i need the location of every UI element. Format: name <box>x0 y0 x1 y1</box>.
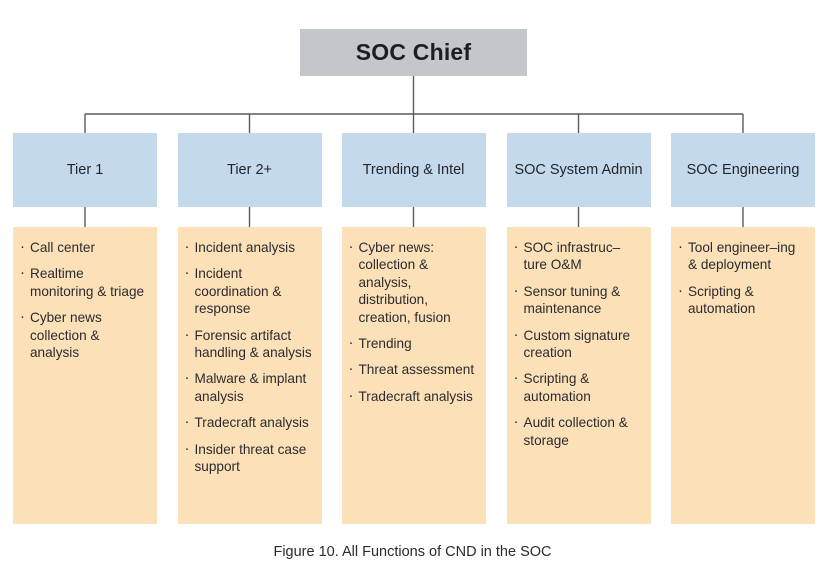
root-node-label: SOC Chief <box>355 39 472 65</box>
function-list-soc-system-admin: SOC infrastruc–ture O&M Sensor tuning & … <box>514 238 642 449</box>
list-item: Audit collection & storage <box>514 413 642 449</box>
root-node-soc-chief[interactable]: SOC Chief <box>300 29 527 76</box>
function-list-trending-intel: Cyber news: collection & analysis, distr… <box>349 238 477 405</box>
list-item: Incident coordination & response <box>185 264 313 317</box>
list-item: Forensic artifact handling & analysis <box>185 326 313 362</box>
column-header-tier-1[interactable]: Tier 1 <box>13 133 157 207</box>
column-body-soc-system-admin: SOC infrastruc–ture O&M Sensor tuning & … <box>506 227 651 524</box>
column-header-label: SOC Engineering <box>686 161 800 178</box>
list-item: Cyber news: collection & analysis, distr… <box>349 238 477 326</box>
column-body-trending-intel: Cyber news: collection & analysis, distr… <box>341 227 486 524</box>
column-header-soc-system-admin[interactable]: SOC System Admin <box>506 133 651 207</box>
column-body-tier-2-plus: Incident analysis Incident coordination … <box>177 227 322 524</box>
column-header-label: Tier 2+ <box>227 161 272 178</box>
list-item: Tradecraft analysis <box>349 387 477 405</box>
column-tier-1: Tier 1 Call center Realtime monitoring &… <box>13 133 157 524</box>
list-item: Threat assessment <box>349 360 477 378</box>
column-header-soc-engineering[interactable]: SOC Engineering <box>671 133 815 207</box>
column-body-tier-1: Call center Realtime monitoring & triage… <box>13 227 157 524</box>
column-header-tier-2-plus[interactable]: Tier 2+ <box>177 133 322 207</box>
list-item: Sensor tuning & maintenance <box>514 282 642 318</box>
figure-caption: Figure 10. All Functions of CND in the S… <box>273 544 552 560</box>
column-header-trending-intel[interactable]: Trending & Intel <box>341 133 486 207</box>
list-item: Malware & implant analysis <box>185 369 313 405</box>
list-item: Insider threat case support <box>185 440 313 476</box>
list-item: Scripting & automation <box>514 369 642 405</box>
list-item: Incident analysis <box>185 238 313 256</box>
list-item: Call center <box>20 238 148 256</box>
list-item: Realtime monitoring & triage <box>20 264 148 300</box>
list-item: Tool engineer–ing & deployment <box>678 238 806 274</box>
column-tier-2-plus: Tier 2+ Incident analysis Incident coord… <box>177 133 322 524</box>
list-item: SOC infrastruc–ture O&M <box>514 238 642 274</box>
list-item: Tradecraft analysis <box>185 413 313 431</box>
function-list-soc-engineering: Tool engineer–ing & deployment Scripting… <box>678 238 806 318</box>
column-header-label: Trending & Intel <box>362 161 465 178</box>
column-soc-engineering: SOC Engineering Tool engineer–ing & depl… <box>671 133 815 524</box>
list-item: Trending <box>349 334 477 352</box>
function-list-tier-1: Call center Realtime monitoring & triage… <box>20 238 148 361</box>
list-item: Custom signature creation <box>514 326 642 362</box>
column-trending-intel: Trending & Intel Cyber news: collection … <box>341 133 486 524</box>
list-item: Cyber news collection & analysis <box>20 308 148 361</box>
column-header-label: SOC System Admin <box>514 161 643 178</box>
column-soc-system-admin: SOC System Admin SOC infrastruc–ture O&M… <box>506 133 651 524</box>
column-header-label: Tier 1 <box>66 161 104 178</box>
list-item: Scripting & automation <box>678 282 806 318</box>
column-body-soc-engineering: Tool engineer–ing & deployment Scripting… <box>671 227 815 524</box>
function-list-tier-2-plus: Incident analysis Incident coordination … <box>185 238 313 476</box>
